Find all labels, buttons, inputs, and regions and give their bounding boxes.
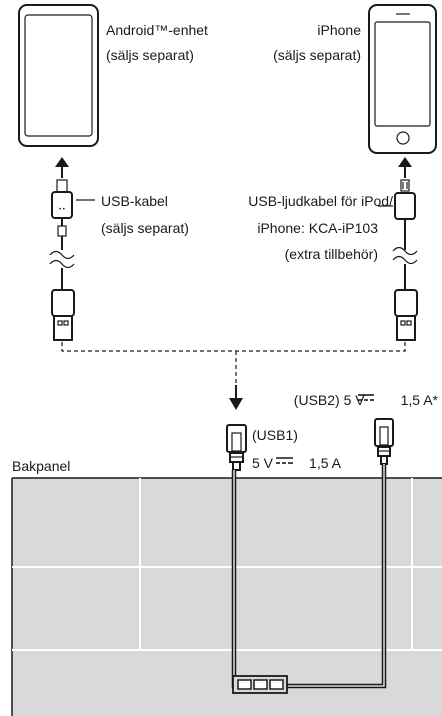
usb2-label: (USB2) 5 V: [294, 392, 365, 408]
usb2-port-icon: [374, 418, 394, 465]
iphone-arrow-up-icon: [398, 157, 412, 178]
svg-text:• •: • •: [59, 207, 65, 213]
usb-cable-label: USB-kabel: [101, 193, 168, 209]
usb-a-plug-icon: [394, 289, 418, 341]
ipod-cable-model: iPhone: KCA-iP103: [257, 220, 378, 236]
cable-break-icon: [392, 246, 418, 265]
back-panel-label: Bakpanel: [12, 458, 70, 474]
iphone-device: [368, 4, 437, 154]
usb1-current: 1,5 A: [309, 455, 342, 471]
usb-cable-note: (säljs separat): [101, 220, 189, 236]
usb2-current: 1,5 A*: [401, 392, 439, 408]
dc-symbol-icon: [358, 394, 374, 401]
ipod-cable-label: USB-ljudkabel för iPod/: [248, 193, 393, 209]
iphone-note: (säljs separat): [273, 47, 361, 63]
connect-arrow-down-icon: [229, 385, 243, 410]
dc-symbol-icon: [276, 457, 293, 464]
android-note: (säljs separat): [106, 47, 194, 63]
android-phone: [18, 4, 99, 147]
internal-cable: [231, 464, 387, 689]
usb-a-plug-icon: [51, 289, 75, 341]
ipod-cable-note: (extra tillbehör): [285, 246, 378, 262]
usb1-label: (USB1): [252, 427, 298, 443]
back-panel: [11, 477, 442, 716]
lightning-plug-icon: [394, 179, 416, 250]
iphone-label: iPhone: [317, 22, 361, 38]
usb1-voltage: 5 V: [252, 455, 274, 471]
android-label: Android™-enhet: [106, 22, 208, 38]
usb1-port-icon: [226, 424, 247, 471]
dashed-join-line: [61, 342, 406, 385]
android-arrow-up-icon: [55, 157, 69, 178]
connector-block-icon: [232, 675, 288, 694]
cable-break-icon: [49, 250, 75, 269]
micro-usb-plug-icon: • •: [51, 179, 73, 250]
